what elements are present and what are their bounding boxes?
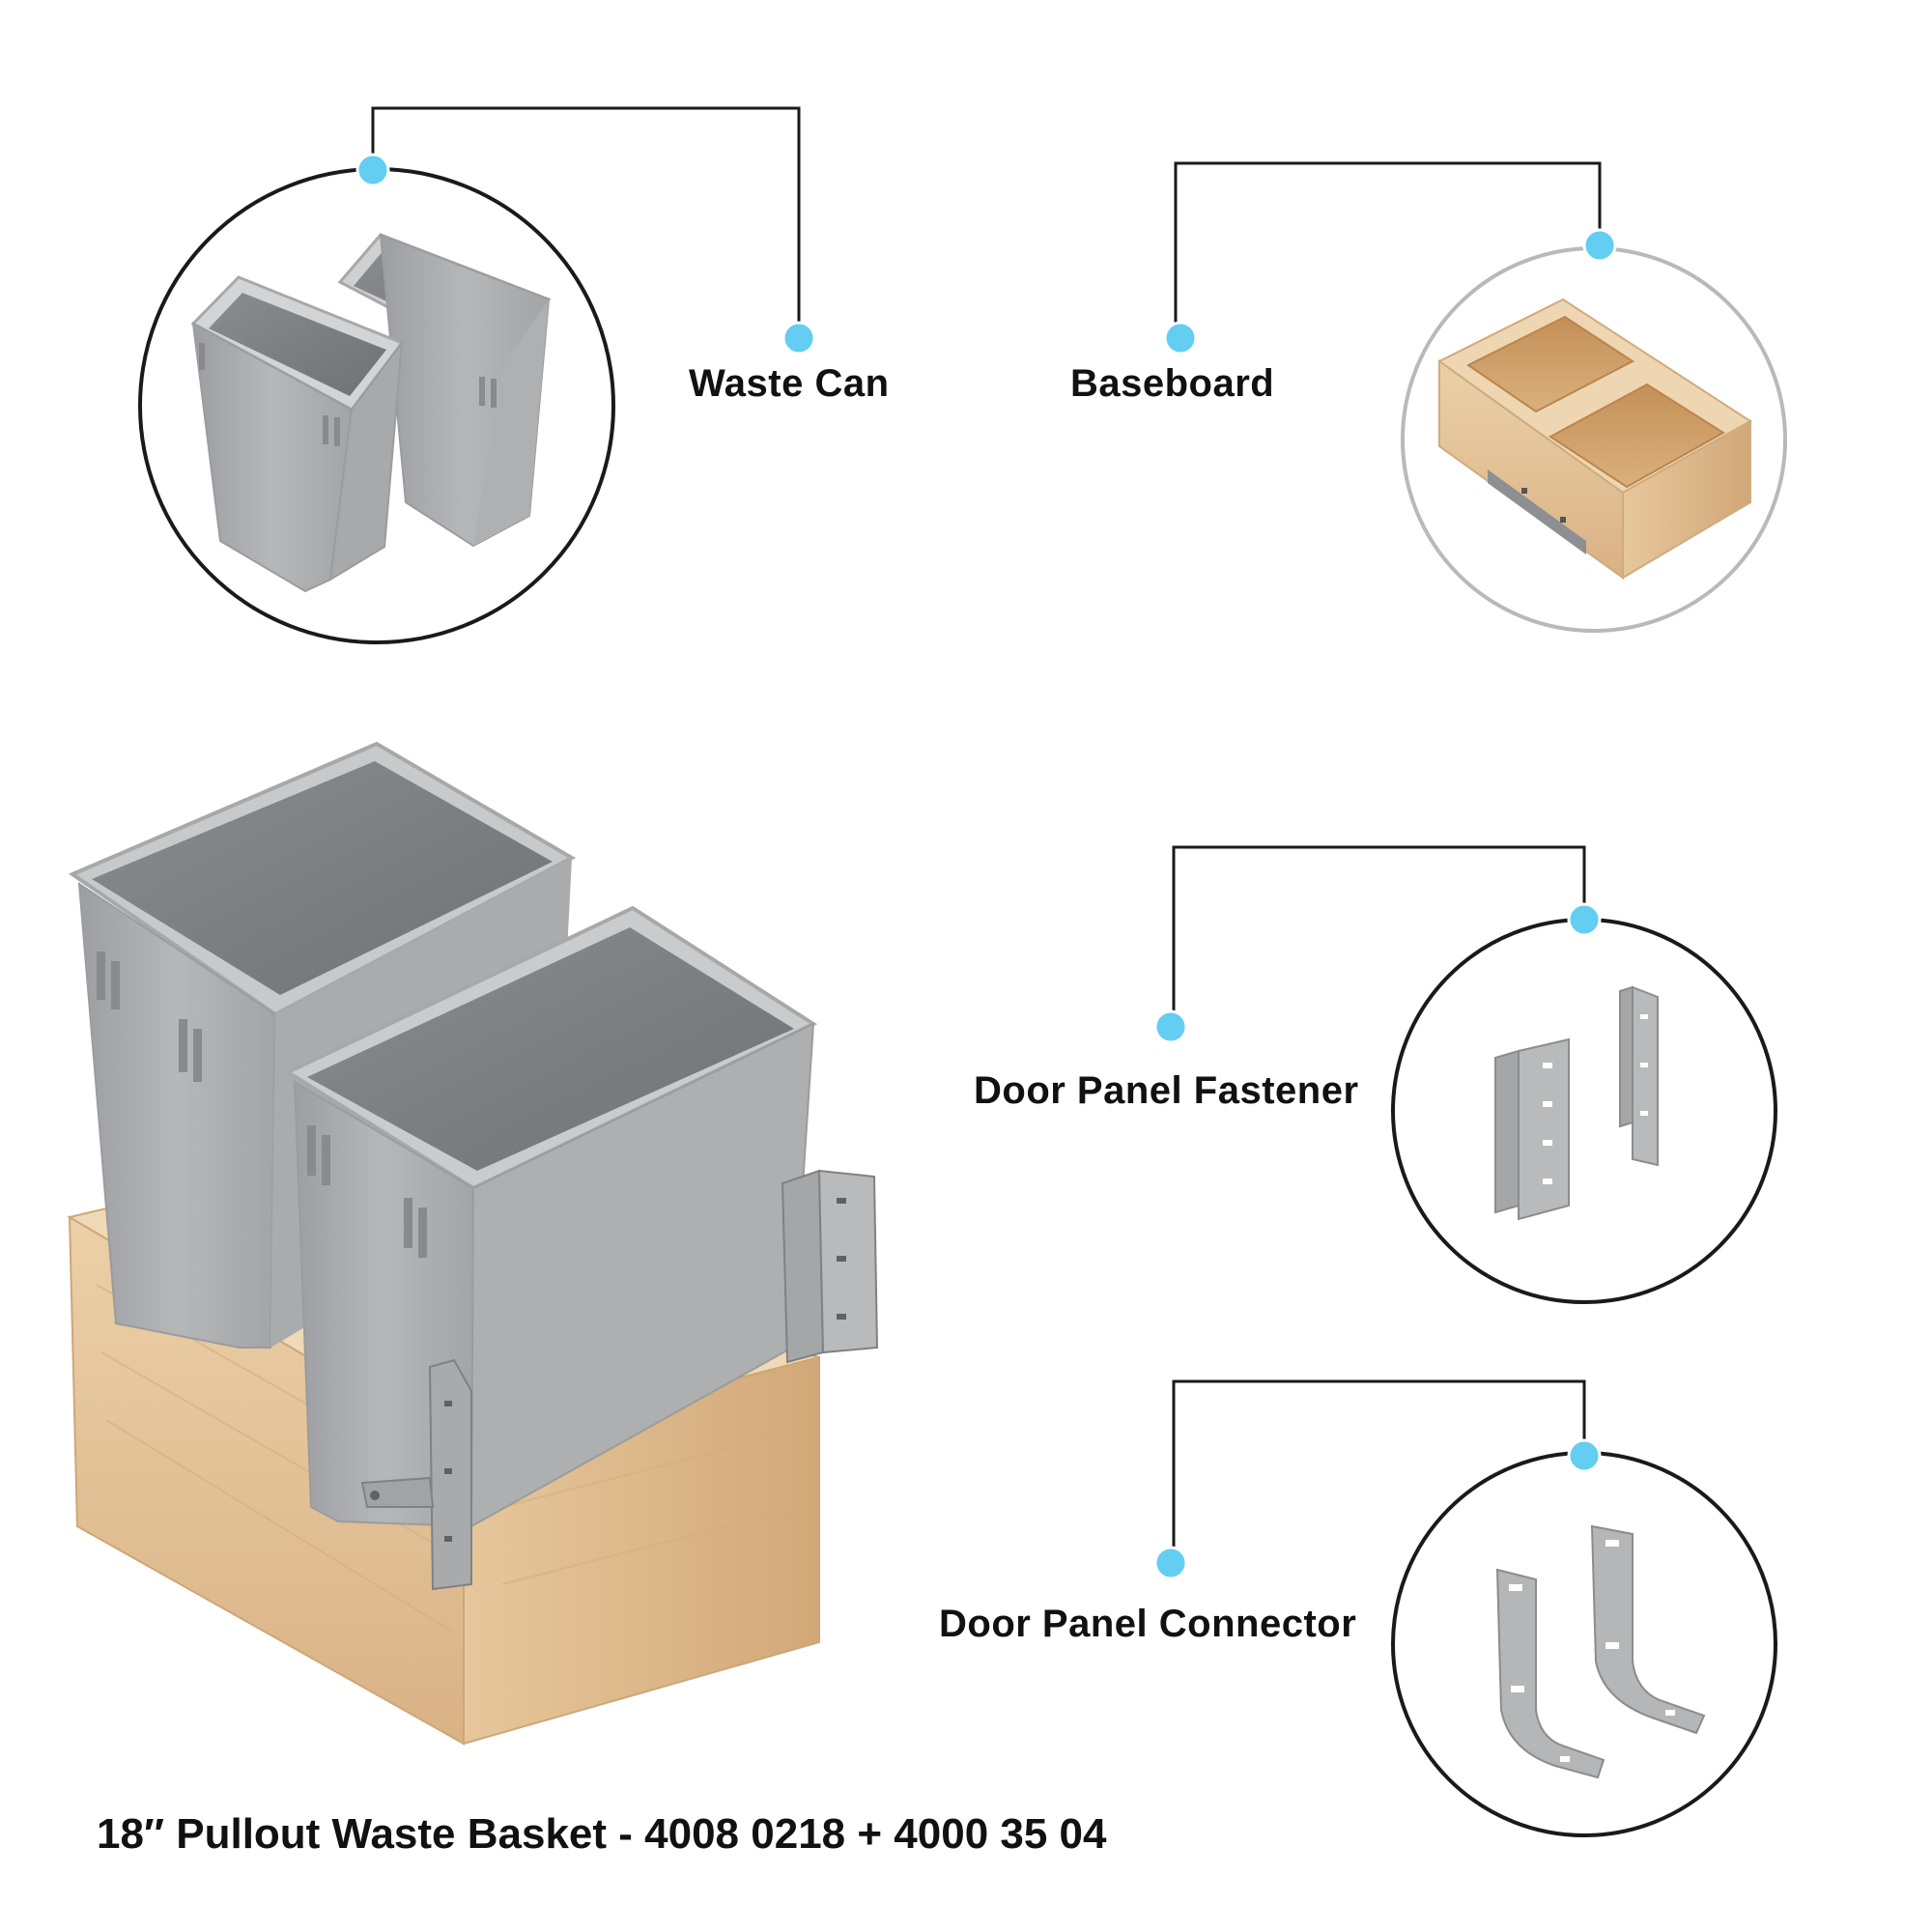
connector-label-dot [1153,1546,1188,1580]
baseboard-leader-line [1174,161,1602,338]
door-panel-connector-label: Door Panel Connector [939,1603,1357,1645]
waste-can-leader-line [371,106,801,338]
connector-callout-dot [1567,1438,1602,1473]
baseboard-callout-dot [1582,228,1617,263]
fastener-label-dot [1153,1009,1188,1044]
fastener-callout [1153,845,1777,1304]
baseboard-label-dot [1163,321,1198,355]
waste-can-callout-dot [355,153,390,187]
fastener-callout-dot [1567,902,1602,937]
waste-can-callout [138,106,816,644]
connector-callout [1153,1379,1777,1837]
connector-image [1495,1524,1706,1779]
door-panel-fastener-label: Door Panel Fastener [974,1069,1359,1112]
waste-can-label-dot [781,321,816,355]
waste-can-image [190,233,552,593]
fastener-image [1494,985,1659,1221]
baseboard-label: Baseboard [1070,362,1275,405]
product-caption: 18″ Pullout Waste Basket - 4008 0218 + 4… [97,1810,1107,1858]
connector-detail-circle [1391,1451,1777,1837]
connector-leader-line [1172,1379,1586,1562]
baseboard-image [1437,298,1752,580]
fastener-detail-circle [1391,918,1777,1304]
assembled-waste-basket-image [67,741,879,1746]
baseboard-callout [1163,161,1787,633]
fastener-leader-line [1172,845,1586,1031]
waste-can-label: Waste Can [689,362,890,405]
